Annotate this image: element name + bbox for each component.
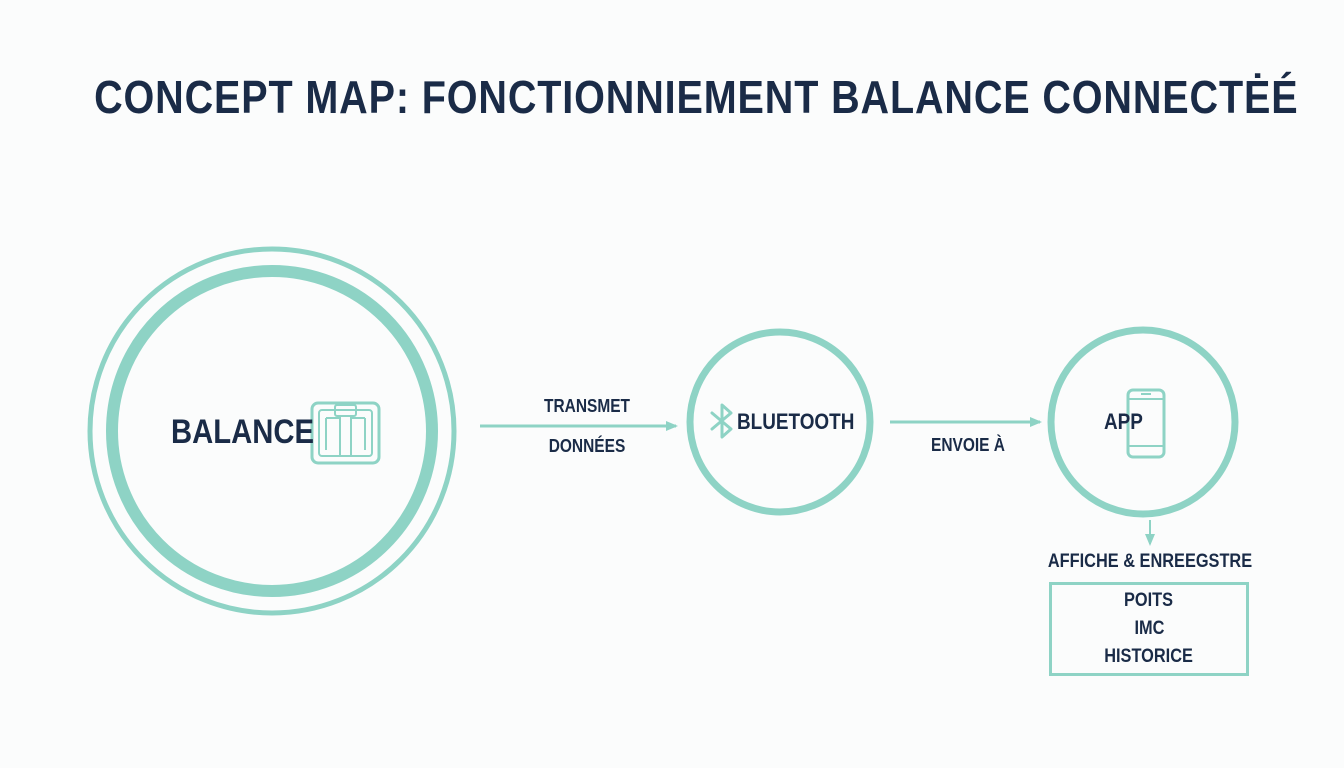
node-balance-label: BALANCE: [171, 413, 314, 451]
edge-label-donnees: DONNÉES: [548, 436, 626, 456]
node-app-label: APP: [1104, 409, 1143, 434]
edge-label-envoie: ENVOIE À: [931, 435, 1005, 455]
features-box: POITS IMC HISTORICE: [1049, 582, 1249, 676]
node-bluetooth-label: BLUETOOTH: [737, 409, 855, 434]
feature-item-weight: POITS: [1124, 590, 1174, 611]
smartphone-icon: [1126, 388, 1166, 459]
feature-item-bmi: IMC: [1134, 618, 1164, 639]
feature-item-history: HISTORICE: [1104, 646, 1194, 667]
edge-label-affiche: AFFICHE & ENREEGSTRE: [1047, 551, 1253, 572]
edge-label-transmet: TRANSMET: [544, 396, 630, 416]
node-bluetooth: [686, 328, 874, 516]
bluetooth-icon: [710, 403, 733, 439]
node-app: [1047, 326, 1239, 518]
node-balance: [87, 246, 457, 616]
diagram-title: CONCEPT MAP: FONCTIONNIEMENT BALANCE CON…: [94, 71, 1299, 123]
scale-icon: [310, 401, 381, 465]
